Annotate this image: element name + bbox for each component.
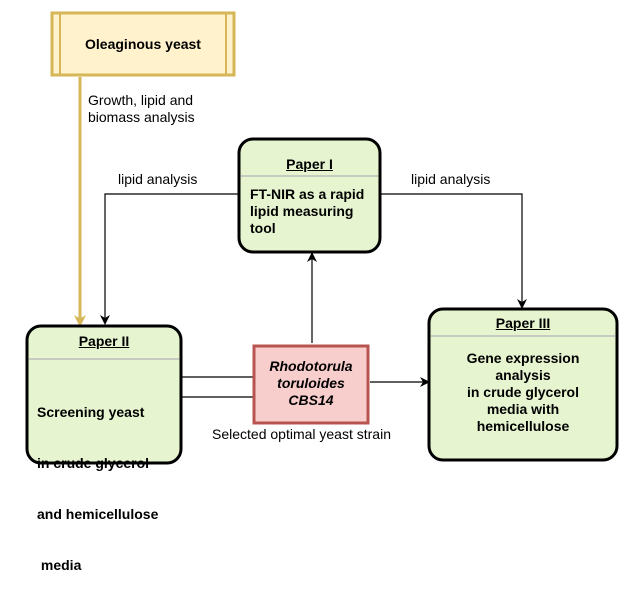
lipid-arrow-to-paper2 bbox=[100, 193, 238, 325]
strain-box bbox=[252, 344, 370, 425]
paper2-line-1: Screening yeast bbox=[37, 404, 145, 420]
paper2-body: Screening yeast in crude glycerol and he… bbox=[37, 370, 179, 608]
paper1-title: Paper I bbox=[286, 156, 333, 172]
source-label: Oleaginous yeast bbox=[85, 36, 201, 52]
paper2-line-3: and hemicellulose bbox=[37, 506, 159, 522]
paper3-line-2: analysis bbox=[495, 367, 551, 383]
paper3-line-1: Gene expression bbox=[466, 350, 580, 366]
paper3-box bbox=[427, 307, 619, 462]
paper3-line-3: in crude glycerol bbox=[466, 384, 580, 400]
paper3-title: Paper III bbox=[495, 315, 551, 331]
growth-label: Growth, lipid and biomass analysis bbox=[88, 92, 248, 126]
paper1-line-2: lipid measuring bbox=[250, 203, 354, 219]
paper2-line-2: in crude glycerol bbox=[37, 455, 150, 471]
paper2-title: Paper II bbox=[78, 333, 130, 349]
strain-line-3: CBS14 bbox=[288, 392, 334, 408]
diagram-canvas: Oleaginous yeast Growth, lipid and bioma… bbox=[25, 11, 619, 573]
paper2-line-4: media bbox=[37, 557, 82, 573]
paper2-box bbox=[25, 324, 183, 465]
paper1-body: FT-NIR as a rapid lipid measuring tool bbox=[250, 186, 378, 237]
growth-label-line-1: Growth, lipid and bbox=[88, 92, 194, 108]
diagram-connectors bbox=[25, 11, 619, 465]
lipid-label-right: lipid analysis bbox=[411, 171, 491, 187]
strain-line-1: Rhodotorula bbox=[269, 358, 353, 374]
strain-line-2: toruloides bbox=[277, 375, 345, 391]
paper1-line-1: FT-NIR as a rapid bbox=[250, 186, 365, 202]
paper3-line-5: hemicellulose bbox=[476, 418, 570, 434]
strain-name: Rhodotorula toruloides CBS14 bbox=[254, 358, 368, 409]
selected-strain-label: Selected optimal yeast strain bbox=[212, 426, 391, 442]
source-box bbox=[50, 11, 236, 77]
paper3-line-4: media with bbox=[486, 401, 560, 417]
lipid-label-left: lipid analysis bbox=[118, 171, 198, 187]
lipid-arrow-to-paper3 bbox=[381, 193, 527, 309]
paper3-body: Gene expression analysis in crude glycer… bbox=[429, 350, 617, 435]
paper1-line-3: tool bbox=[250, 220, 276, 236]
growth-label-line-2: biomass analysis bbox=[88, 109, 195, 125]
paper1-box bbox=[237, 137, 382, 254]
